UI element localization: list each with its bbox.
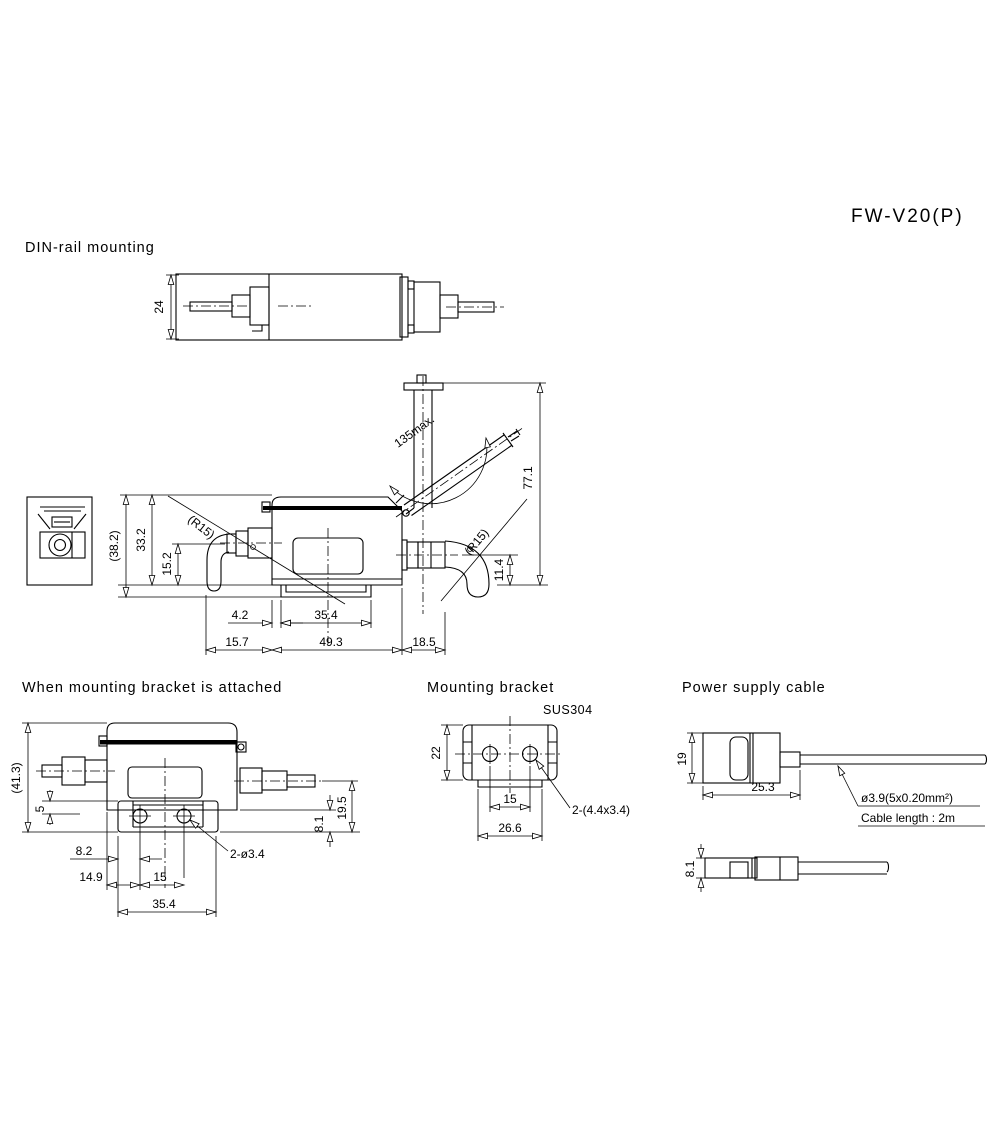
left-cable-pin [189,301,233,312]
section-title-din-rail: DIN-rail mounting [25,240,155,256]
rotation-arc [389,436,491,505]
dim-14-9: 14.9 [79,870,103,884]
dim-26-6: 26.6 [498,821,522,835]
bracket-attached-view: (41.3) 5 8.2 14.9 15 35.4 2-ø3.4 8.1 19.… [9,721,360,917]
rail-body-outline [175,273,403,341]
dim-41-3: (41.3) [9,762,23,793]
dim-15-bracket: 15 [503,792,517,806]
section-title-bracket-attached: When mounting bracket is attached [22,680,282,696]
cable-spec-leader [837,764,859,807]
dim-15-2: 15.2 [160,552,174,576]
section-title-power-cable: Power supply cable [682,680,826,696]
dim-5: 5 [33,805,47,812]
display-band [100,740,237,745]
dim-77-1: 77.1 [521,466,535,490]
dim-15-pitch: 15 [153,870,167,884]
din-groove [280,585,372,598]
front-view [26,496,93,586]
left-connector [206,527,282,592]
dim-35-4-bracket: 35.4 [152,897,176,911]
din-rail-top-view: 24 [152,273,504,341]
dim-25-3: 25.3 [751,780,775,794]
dim-24: 24 [152,300,166,314]
cable-connector-front [702,732,781,784]
dim-r15-right: (R15) [462,526,492,558]
dim-8-1-cable: 8.1 [683,860,697,877]
dim-8-1-bracket: 8.1 [312,815,326,832]
cable-line [800,754,988,765]
right-cable-bend [444,540,490,598]
cable-vertical-position [403,374,444,614]
dim-35-4-groove: 35.4 [314,608,338,622]
drawing-number: FW-V20(P) [851,206,964,227]
attached-bracket [117,800,219,833]
section-title-mounting-bracket: Mounting bracket [427,680,554,696]
dim-18-5: 18.5 [412,635,436,649]
bracket-material-label: SUS304 [543,703,593,717]
main-side-view: (R15) (R15) [26,374,548,655]
dim-33-2: 33.2 [134,528,148,552]
dim-8-2: 8.2 [76,844,93,858]
left-cable-bend [206,533,230,592]
knob-outer [48,533,72,557]
cable-length: Cable length : 2m [861,811,955,825]
radius-leader-left [167,495,346,605]
din-clip [399,276,409,338]
dim-49-3: 49.3 [319,635,343,649]
dim-38-2: (38.2) [107,530,121,561]
body-outline [106,722,238,811]
dim-4-2: 4.2 [232,608,249,622]
dim-11-4: 11.4 [492,558,506,581]
latch-pin [237,743,245,751]
cable-connector-side [704,856,890,881]
right-connector [396,539,490,598]
dim-15-7: 15.7 [225,635,249,649]
radius-leader-right [440,498,528,602]
cable-spec: ø3.9(5x0.20mm²) [861,791,953,805]
power-cable-view: 19 25.3 ø3.9(5x0.20mm²) Cable length : 2… [675,731,988,892]
dim-19-5: 19.5 [335,796,349,820]
cable-rotated-position [395,426,525,518]
right-cable-pin [457,301,495,313]
dim-22: 22 [429,746,443,760]
knob-inner [53,538,67,552]
device-body-outline [271,496,403,586]
mounting-bracket-view: 22 15 26.6 2-(4.4x3.4) [429,716,630,841]
display-band [263,506,402,510]
right-connector-body [413,281,441,333]
dim-19: 19 [675,752,689,766]
dim-2-holes-3-4: 2-ø3.4 [230,847,265,861]
dim-2-holes-4-4: 2-(4.4x3.4) [572,803,630,817]
